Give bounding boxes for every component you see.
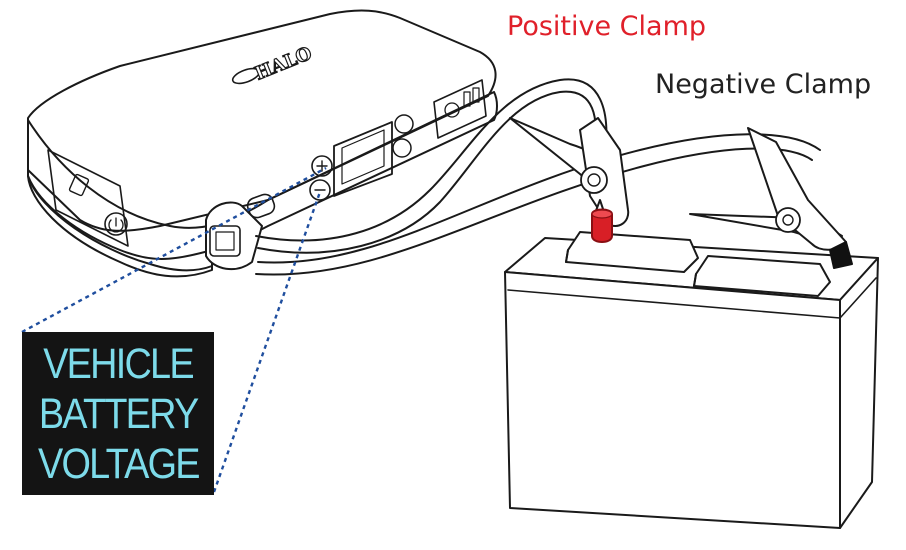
positive-clamp-label: Positive Clamp (507, 11, 707, 42)
jump-starter-front (27, 119, 213, 278)
left-port-panel (47, 149, 129, 247)
positive-cable (255, 78, 608, 242)
voltage-display (333, 121, 393, 197)
minus-button (309, 179, 331, 201)
vehicle-battery-voltage-callout: VEHICLE BATTERY VOLTAGE (22, 332, 214, 495)
plus-button (311, 155, 333, 177)
leader-line-bottom (212, 191, 322, 493)
callout-line-3: VOLTAGE (37, 439, 201, 488)
car-battery (504, 231, 879, 529)
callout-line-1: VEHICLE (43, 339, 194, 388)
negative-clamp-label: Negative Clamp (655, 69, 872, 100)
power-button-left (104, 212, 128, 236)
side-button-bottom (392, 138, 412, 158)
jump-starter (27, 9, 498, 278)
callout-line-2: BATTERY (38, 389, 199, 438)
side-button-top (394, 114, 414, 134)
battery-side (839, 257, 879, 529)
brand-logo-ring (231, 67, 261, 85)
negative-clamp (689, 127, 847, 251)
leader-lines (21, 166, 327, 493)
jump-starter-top (27, 9, 497, 232)
negative-terminal (829, 241, 853, 269)
leader-line-top (21, 166, 327, 334)
battery-front (504, 271, 841, 529)
usb-panel (433, 79, 487, 139)
ac-port (68, 173, 90, 197)
